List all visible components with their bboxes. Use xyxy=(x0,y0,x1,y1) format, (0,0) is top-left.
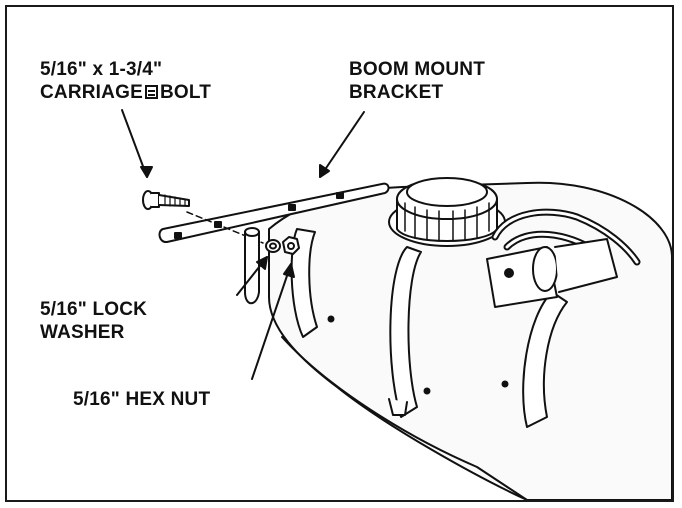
carriage-bolt-name-a: CARRIAGE xyxy=(40,82,143,103)
tank-middle-rail xyxy=(389,246,422,418)
lock-washer-label: 5/16" LOCK WASHER xyxy=(40,298,147,344)
drain-fitting xyxy=(388,398,408,416)
carriage-bolt-name: CARRIAGE BOLT xyxy=(40,81,211,104)
carriage-bolt xyxy=(142,190,190,210)
bracket-label-line2: BRACKET xyxy=(349,82,444,103)
tank-lower-ledge xyxy=(281,336,528,500)
leader-nut xyxy=(251,263,292,380)
lock-washer-label-line1: 5/16" LOCK xyxy=(40,299,148,320)
boom-mount-bracket-label: BOOM MOUNT BRACKET xyxy=(349,58,485,104)
alignment-dash xyxy=(186,211,264,244)
lock-washer-label-line2: WASHER xyxy=(40,322,125,343)
carriage-bolt-size: 5/16" x 1-3/4" xyxy=(40,59,163,80)
carriage-bolt-label: 5/16" x 1-3/4" CARRIAGE BOLT xyxy=(40,58,211,104)
hex-nut-label-text: 5/16" HEX NUT xyxy=(73,389,211,410)
leader-bracket xyxy=(319,111,365,178)
tank-right-rail xyxy=(522,291,568,428)
leader-bolt xyxy=(121,109,148,178)
lock-washer-part xyxy=(265,239,281,253)
sprayer-tank-illustration xyxy=(121,109,672,500)
bracket-label-line1: BOOM MOUNT xyxy=(349,59,486,80)
box-glyph-icon xyxy=(144,85,158,99)
tank-left-rail xyxy=(290,228,318,338)
assembly-figure: 5/16" x 1-3/4" CARRIAGE BOLT BOOM MOUNT B… xyxy=(5,5,674,502)
carriage-bolt-name-b: BOLT xyxy=(159,82,212,103)
hex-nut-part xyxy=(282,236,300,255)
hex-nut-label: 5/16" HEX NUT xyxy=(73,388,210,411)
boom-pipe xyxy=(244,231,260,305)
